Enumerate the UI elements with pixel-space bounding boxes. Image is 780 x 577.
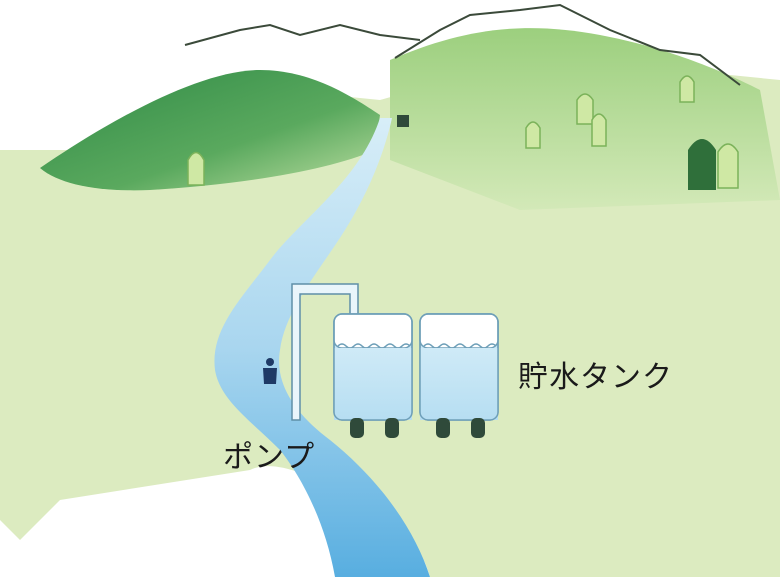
ridge-line-right: [394, 3, 741, 86]
storage-tank-icon: [419, 313, 499, 438]
water-intake: [397, 115, 409, 127]
river: [214, 118, 430, 577]
pump-label: ポンプ: [223, 440, 316, 475]
storage-tank-label: 貯水タンク: [518, 360, 673, 395]
storage-tank-icon: [333, 313, 413, 438]
ridge-line: [184, 23, 421, 46]
left-hill: [40, 70, 380, 191]
tree-icon: [688, 139, 716, 190]
tree-icon: [187, 75, 739, 189]
pump-marker-icon: [263, 358, 277, 384]
